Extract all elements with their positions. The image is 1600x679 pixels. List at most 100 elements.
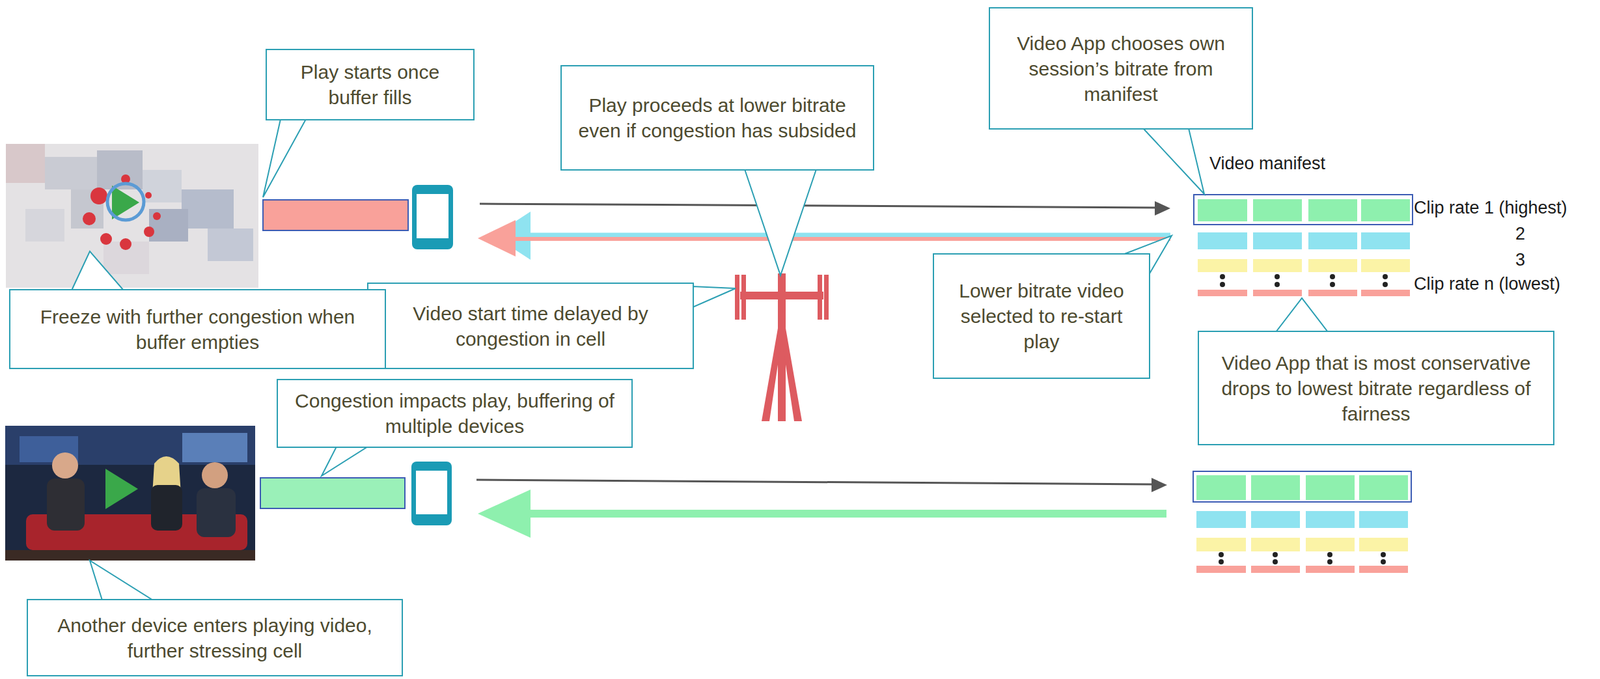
- dot: [1219, 281, 1226, 288]
- person-head: [201, 462, 228, 489]
- callout-tail: [262, 119, 306, 198]
- clip: [1361, 199, 1410, 222]
- clip: [1251, 510, 1300, 528]
- person-body: [151, 484, 183, 531]
- clip: [1197, 259, 1248, 273]
- clip: [1251, 537, 1300, 552]
- callout-text: Play proceeds at lower bitrate even if c…: [569, 92, 866, 144]
- arrowhead: [477, 489, 531, 538]
- tower-legs: [761, 305, 802, 422]
- request-arrow: [476, 479, 1155, 485]
- phone-screen: [415, 470, 448, 515]
- tower-crossbar: [740, 291, 824, 300]
- dot: [1380, 551, 1386, 558]
- clip: [1308, 232, 1358, 250]
- callout-text: Freeze with further congestion when buff…: [18, 303, 377, 355]
- red-dot: [145, 192, 152, 199]
- stream-arrow: [520, 233, 1171, 238]
- clip: [1359, 565, 1408, 573]
- antenna: [741, 274, 746, 320]
- pixel: [207, 228, 254, 262]
- pixel: [5, 143, 45, 183]
- backdrop: [5, 425, 256, 465]
- clip: [1361, 232, 1410, 250]
- pixel: [25, 208, 65, 242]
- clip: [1197, 232, 1248, 250]
- red-dot: [100, 233, 112, 245]
- selected-row-outline: [1193, 194, 1413, 225]
- clip: [1308, 199, 1358, 222]
- clip: [1196, 510, 1246, 528]
- dot: [1219, 274, 1226, 280]
- clip: [1361, 259, 1410, 273]
- clip: [1305, 475, 1355, 500]
- play-triangle: [111, 185, 140, 220]
- playing-video-thumbnail: [5, 425, 256, 561]
- callout-tail: [1143, 128, 1205, 194]
- clip: [1305, 565, 1355, 573]
- clip: [1359, 537, 1408, 552]
- arrowhead: [1151, 477, 1168, 493]
- clip-rate-label: 2: [1515, 223, 1526, 245]
- callout-box: Video App that is most conservative drop…: [1197, 330, 1555, 446]
- clip: [1308, 259, 1358, 273]
- clip: [1196, 537, 1246, 552]
- callout-box: Video App chooses own session’s bitrate …: [988, 7, 1254, 130]
- dot: [1329, 281, 1336, 288]
- clip: [1359, 475, 1408, 500]
- buffer-bar: [262, 199, 409, 231]
- callout-tail: [692, 286, 736, 308]
- video-manifest-grid: [1193, 194, 1413, 297]
- callout-tail: [744, 169, 817, 276]
- request-arrow: [479, 203, 1158, 208]
- clip: [1359, 510, 1408, 528]
- ellipsis-dots: [1219, 274, 1388, 288]
- pixel: [44, 156, 97, 190]
- pixel: [149, 208, 189, 242]
- callout-text: Video start time delayed by congestion i…: [376, 300, 685, 352]
- clip: [1253, 289, 1302, 297]
- clip-rate-label: 3: [1515, 249, 1526, 271]
- callout-tail: [71, 251, 124, 291]
- person-head: [52, 452, 79, 479]
- thumbnail-ground: [5, 425, 256, 561]
- person-body: [196, 488, 236, 538]
- clip: [1251, 475, 1300, 500]
- dot: [1380, 559, 1386, 565]
- red-dot: [152, 212, 161, 221]
- pixel: [142, 169, 182, 203]
- frozen-video-thumbnail: [5, 143, 259, 288]
- phone-body: [411, 461, 452, 526]
- clip: [1253, 259, 1302, 273]
- callout-tail: [1275, 298, 1328, 332]
- callout-text: Video App that is most conservative drop…: [1206, 350, 1546, 427]
- manifest-label: Video manifest: [1209, 153, 1326, 174]
- dot: [1327, 551, 1333, 558]
- phone-icon: [412, 184, 454, 250]
- dot: [1218, 551, 1224, 558]
- callout-text: Play starts once buffer fills: [274, 59, 466, 111]
- clip: [1253, 199, 1302, 222]
- loading-ring: [107, 183, 144, 221]
- callout-tail: [321, 446, 368, 476]
- dot: [1274, 274, 1280, 280]
- clip: [1253, 232, 1302, 250]
- thumbnail-ground: [5, 143, 259, 288]
- callout-text: Congestion impacts play, buffering of mu…: [285, 387, 624, 439]
- antenna: [817, 274, 823, 320]
- ellipsis-dots: [1218, 551, 1386, 565]
- buffer-bar: [260, 477, 405, 509]
- cell-tower: [734, 273, 829, 422]
- dot: [1382, 274, 1388, 280]
- dot: [1272, 551, 1278, 558]
- antenna: [734, 274, 740, 320]
- clip: [1196, 565, 1246, 573]
- dot: [1382, 281, 1388, 288]
- video-manifest-grid: [1193, 471, 1412, 573]
- red-dot: [82, 212, 96, 226]
- dot: [1218, 559, 1224, 565]
- person-body: [46, 478, 85, 531]
- selected-row-outline: [1193, 471, 1412, 502]
- callout-box: Congestion impacts play, buffering of mu…: [276, 378, 633, 448]
